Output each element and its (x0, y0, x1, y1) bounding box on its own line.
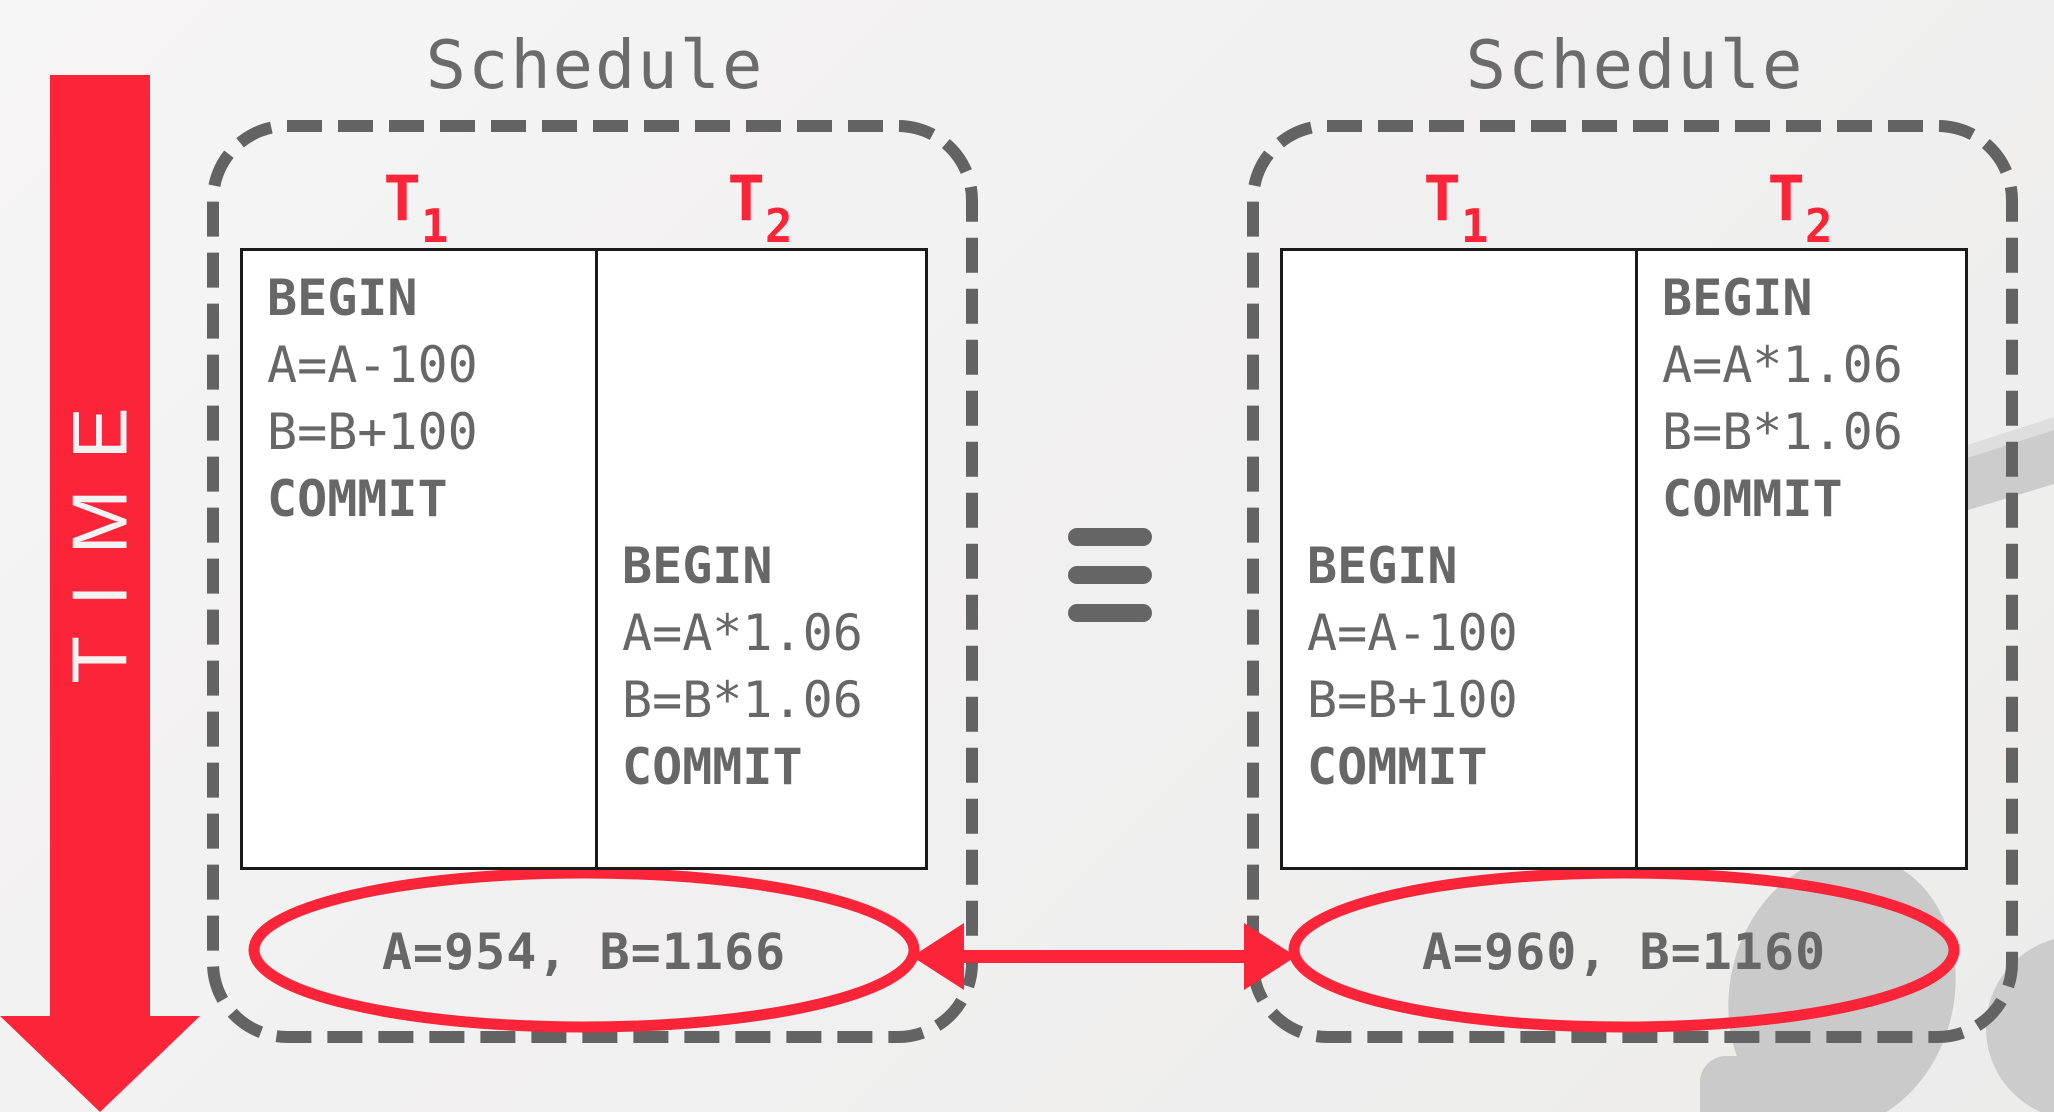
tx-statement (1307, 466, 1635, 533)
schedule-title: Schedule (1465, 26, 1805, 104)
tx-statement: A=A-100 (267, 336, 478, 394)
tx-statement: COMMIT (1662, 470, 1843, 528)
tx-statement: A=A-100 (1307, 604, 1518, 662)
transaction-label-t1: T1 (383, 162, 449, 253)
transaction-label-t1: T1 (1423, 162, 1489, 253)
tx-statement (1662, 600, 1965, 667)
schedule-result: A=954, B=1166 (381, 923, 787, 981)
t2-column: BEGIN A=A*1.06 B=B*1.06 COMMIT (595, 251, 925, 867)
tx-statement: A=A*1.06 (1662, 336, 1903, 394)
tx-statement: B=B+100 (1307, 671, 1518, 729)
tx-statement (1307, 332, 1635, 399)
tx-statement (622, 399, 925, 466)
tx-statement (1662, 667, 1965, 734)
tx-statement (267, 533, 595, 600)
t2-column: BEGIN A=A*1.06 B=B*1.06 COMMIT (1635, 251, 1965, 867)
tx-statement (622, 466, 925, 533)
tx-statement: COMMIT (622, 738, 803, 796)
tx-statement (267, 600, 595, 667)
tx-statement: B=B*1.06 (622, 671, 863, 729)
tx-statement: B=B+100 (267, 403, 478, 461)
schedule-table: BEGIN A=A-100 B=B+100 COMMIT BEGIN A=A*1… (1280, 248, 1968, 870)
schedule-result: A=960, B=1160 (1421, 923, 1827, 981)
schedule-title: Schedule (425, 26, 765, 104)
tx-statement: A=A*1.06 (622, 604, 863, 662)
tx-statement: BEGIN (267, 269, 418, 327)
tx-statement: BEGIN (1307, 537, 1458, 595)
transaction-label-t2: T2 (1767, 162, 1833, 253)
tx-statement (1307, 399, 1635, 466)
tx-statement (622, 332, 925, 399)
schedule-panel-left: Schedule T1 T2 BEGIN A=A-100 B=B+100 COM… (195, 0, 995, 1112)
schedule-panel-right: Schedule T1 T2 BEGIN A=A-100 B=B+100 COM… (1235, 0, 2035, 1112)
tx-statement (1662, 734, 1965, 801)
tx-statement (267, 667, 595, 734)
equivalence-icon (1068, 528, 1152, 622)
time-axis-label: TIME (55, 377, 144, 684)
transaction-label-t2: T2 (727, 162, 793, 253)
t1-column: BEGIN A=A-100 B=B+100 COMMIT (1283, 251, 1635, 867)
tx-statement (1662, 533, 1965, 600)
tx-statement: BEGIN (622, 537, 773, 595)
t1-column: BEGIN A=A-100 B=B+100 COMMIT (243, 251, 595, 867)
tx-statement (622, 265, 925, 332)
tx-statement (267, 734, 595, 801)
schedule-table: BEGIN A=A-100 B=B+100 COMMIT BEGIN A=A*1… (240, 248, 928, 870)
tx-statement (1307, 265, 1635, 332)
tx-statement: B=B*1.06 (1662, 403, 1903, 461)
tx-statement: COMMIT (267, 470, 448, 528)
tx-statement: COMMIT (1307, 738, 1488, 796)
tx-statement: BEGIN (1662, 269, 1813, 327)
